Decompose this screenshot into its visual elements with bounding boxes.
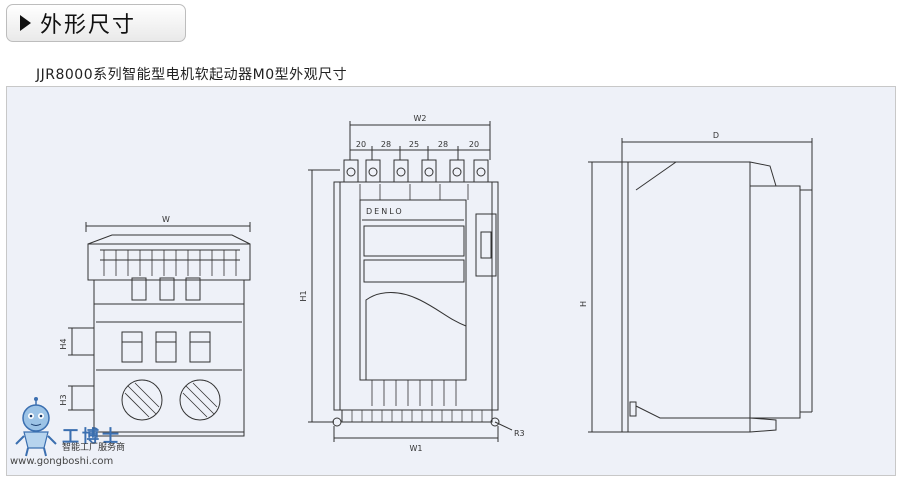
drawing-panel: [6, 86, 896, 476]
label-w1: W1: [410, 444, 423, 453]
label-w: W: [162, 215, 170, 224]
label-h: H: [579, 301, 588, 307]
label-w2: W2: [414, 114, 427, 123]
label-r3: R3: [514, 429, 525, 438]
brand-label: DENLO: [366, 207, 404, 216]
label-pitch-4: 28: [438, 140, 448, 149]
label-pitch-5: 20: [469, 140, 479, 149]
watermark-url: www.gongboshi.com: [10, 456, 114, 467]
robot-mascot-icon: [15, 397, 57, 457]
label-h4: H4: [59, 338, 68, 349]
watermark-brand: 工博士: [62, 427, 122, 447]
watermark-slogan: 智能工厂服务商: [62, 443, 126, 453]
front-view: [68, 222, 251, 437]
label-d: D: [713, 131, 719, 140]
side-view: [588, 138, 813, 433]
middle-view: [308, 121, 513, 442]
label-h3: H3: [59, 394, 68, 405]
label-pitch-3: 25: [409, 140, 419, 149]
section-title: 外形尺寸: [40, 13, 137, 38]
section-tab: 外形尺寸: [6, 4, 186, 42]
diagram-subtitle: JJR8000系列智能型电机软起动器M0型外观尺寸: [36, 67, 348, 83]
label-h1: H1: [299, 290, 308, 301]
triangle-right-icon: [20, 15, 31, 31]
label-pitch-1: 20: [356, 140, 366, 149]
label-pitch-2: 28: [381, 140, 391, 149]
